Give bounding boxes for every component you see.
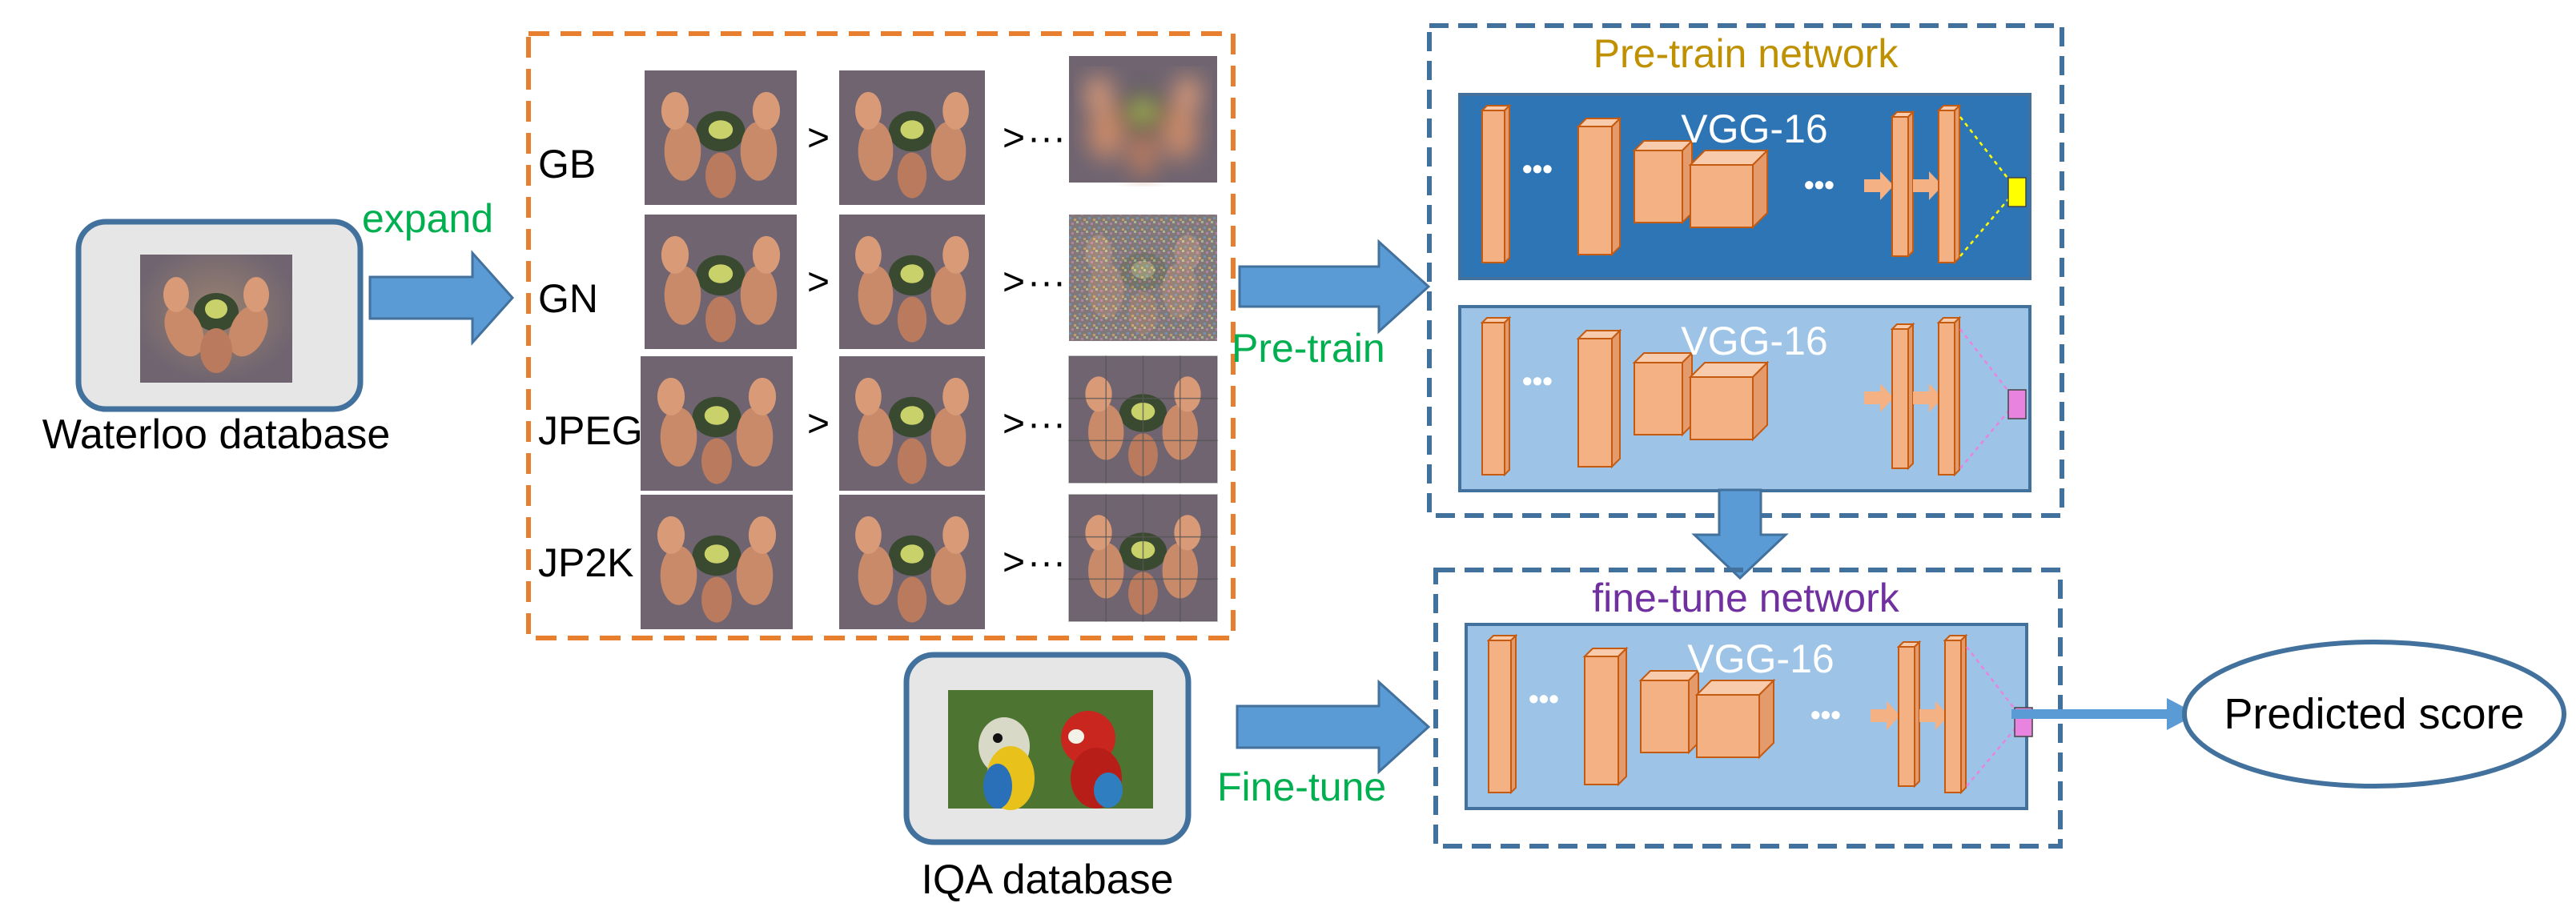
ellipsis: ··· — [1027, 541, 1066, 584]
predicted-score-ellipse — [2182, 640, 2566, 789]
reference-image — [641, 495, 793, 629]
pretrain-network-title: Pre-train network — [1593, 31, 1899, 76]
conv-layer — [1480, 315, 1512, 477]
distortion-label: JPEG — [538, 408, 643, 453]
conv-layer — [1576, 328, 1622, 469]
conv-layer — [1688, 360, 1770, 442]
flow-arrow — [1913, 171, 1943, 200]
reference-image — [641, 356, 793, 491]
iqa-image-thumbnail — [948, 690, 1153, 810]
distorted-image-level-n — [1069, 215, 1217, 341]
fc-connection — [1959, 116, 2013, 185]
fc-layer — [1896, 640, 1922, 789]
reference-image — [645, 215, 797, 349]
waterloo-database-label: Waterloo database — [42, 411, 391, 458]
fc-connection — [1959, 328, 2013, 397]
quality-order-sign: > — [807, 117, 830, 159]
conv-layer — [1632, 351, 1694, 437]
fc-connection — [1959, 406, 2013, 469]
distortion-expansion-frame — [526, 31, 1236, 640]
finetune-label: Fine-tune — [1217, 765, 1386, 809]
model-label: VGG-16 — [1681, 319, 1827, 363]
waterloo-image-thumbnail — [140, 255, 292, 383]
quality-order-sign: > — [1003, 261, 1025, 303]
vgg16-network-pretrain: ••• VGG-16 ••• — [1458, 93, 2031, 280]
distortion-label: GB — [538, 142, 596, 187]
conv-layer — [1694, 678, 1776, 760]
fc-layer — [1943, 633, 1968, 795]
distorted-image-level-1 — [839, 215, 985, 349]
flow-arrow — [1919, 701, 1949, 730]
distorted-image-level-1 — [839, 70, 985, 205]
quality-order-sign: > — [807, 403, 830, 445]
output-node — [2007, 177, 2027, 207]
fc-layer — [1890, 322, 1915, 471]
flow-arrow — [1864, 383, 1894, 412]
waterloo-database: Waterloo database — [42, 219, 391, 458]
fc-layer — [1936, 103, 1962, 265]
reference-image — [645, 70, 797, 205]
layer-ellipsis: ••• — [1522, 364, 1553, 397]
quality-order-sign: > — [1003, 541, 1025, 584]
iqa-database-label: IQA database — [921, 857, 1173, 903]
conv-layer — [1638, 668, 1701, 755]
conv-layer — [1632, 138, 1694, 225]
fc-layer — [1936, 315, 1962, 477]
distortion-label: JP2K — [538, 540, 634, 585]
conv-layer — [1582, 646, 1629, 787]
pretrain-arrow — [1238, 239, 1431, 335]
output-arrow — [2011, 698, 2197, 730]
model-label: VGG-16 — [1681, 106, 1827, 151]
conv-layer — [1688, 148, 1770, 230]
ellipsis: ··· — [1027, 117, 1066, 159]
fc-connection — [1959, 194, 2013, 257]
quality-order-sign: > — [1003, 117, 1025, 159]
conv-layer — [1486, 633, 1518, 795]
layer-ellipsis: ••• — [1810, 698, 1841, 731]
flow-arrow — [1871, 701, 1900, 730]
ellipsis: ··· — [1027, 403, 1066, 445]
distortion-rows: GB>>···GN>>···JPEG>>···JP2K>··· — [538, 56, 1218, 629]
finetune-arrow — [1236, 679, 1431, 775]
flow-arrow — [1864, 171, 1894, 200]
distorted-image-level-n — [1069, 56, 1217, 183]
conv-layer — [1480, 103, 1512, 265]
flow-arrow — [1913, 383, 1943, 412]
iqa-database: IQA database — [903, 652, 1192, 903]
distortion-label: GN — [538, 276, 598, 321]
quality-order-sign: > — [1003, 403, 1025, 445]
distorted-image-level-n — [1068, 494, 1218, 622]
conv-layer — [1576, 116, 1622, 257]
fc-connection — [1966, 646, 2019, 715]
fc-layer — [1890, 110, 1915, 259]
distorted-image-level-1 — [839, 495, 985, 629]
distorted-image-level-1 — [839, 356, 985, 491]
layer-ellipsis: ••• — [1529, 682, 1559, 715]
distorted-image-level-n — [1068, 355, 1218, 484]
output-node — [2007, 389, 2027, 419]
finetune-network-title: fine-tune network — [1592, 576, 1900, 620]
ellipsis: ··· — [1027, 261, 1066, 303]
quality-order-sign: > — [807, 261, 830, 303]
transfer-down-arrow — [1691, 488, 1789, 580]
expand-label: expand — [362, 196, 493, 241]
fc-connection — [1966, 724, 2019, 787]
layer-ellipsis: ••• — [1804, 168, 1835, 201]
pretrain-label: Pre-train — [1232, 326, 1385, 371]
model-label: VGG-16 — [1687, 636, 1834, 681]
predicted-score-label: Predicted score — [2224, 690, 2524, 738]
finetune-network-frame — [1433, 568, 2063, 849]
pretrain-network-frame — [1427, 23, 2064, 518]
layer-ellipsis: ••• — [1522, 152, 1553, 185]
expand-arrow — [368, 250, 515, 346]
vgg16-network-pretrain-lower: ••• VGG-16 — [1458, 305, 2031, 492]
vgg16-network-finetune: ••• VGG-16 ••• — [1465, 623, 2033, 810]
